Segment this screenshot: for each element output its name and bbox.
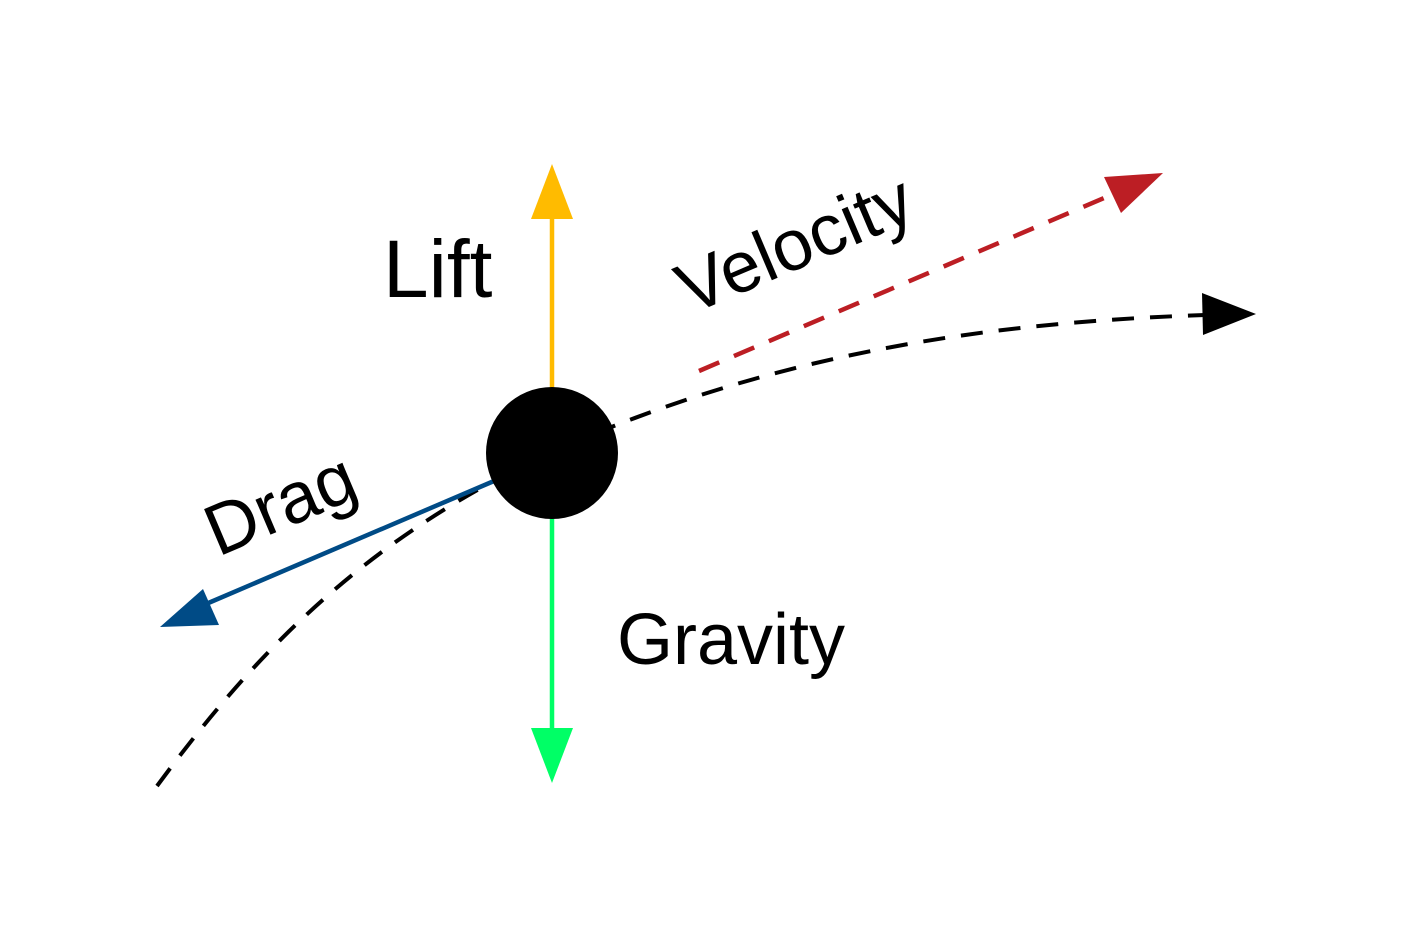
- gravity-arrowhead: [531, 728, 573, 783]
- velocity-arrowhead: [1104, 173, 1163, 213]
- velocity-label: Velocity: [665, 159, 925, 330]
- lift-arrowhead: [531, 164, 573, 219]
- trajectory-arrowhead: [1202, 293, 1256, 335]
- drag-label: Drag: [193, 437, 368, 572]
- lift-label: Lift: [383, 224, 493, 315]
- drag-arrow-line: [205, 478, 495, 607]
- drag-arrowhead: [160, 589, 219, 627]
- trajectory-path: [155, 313, 1206, 788]
- body-mass: [486, 387, 618, 519]
- gravity-label: Gravity: [617, 600, 845, 680]
